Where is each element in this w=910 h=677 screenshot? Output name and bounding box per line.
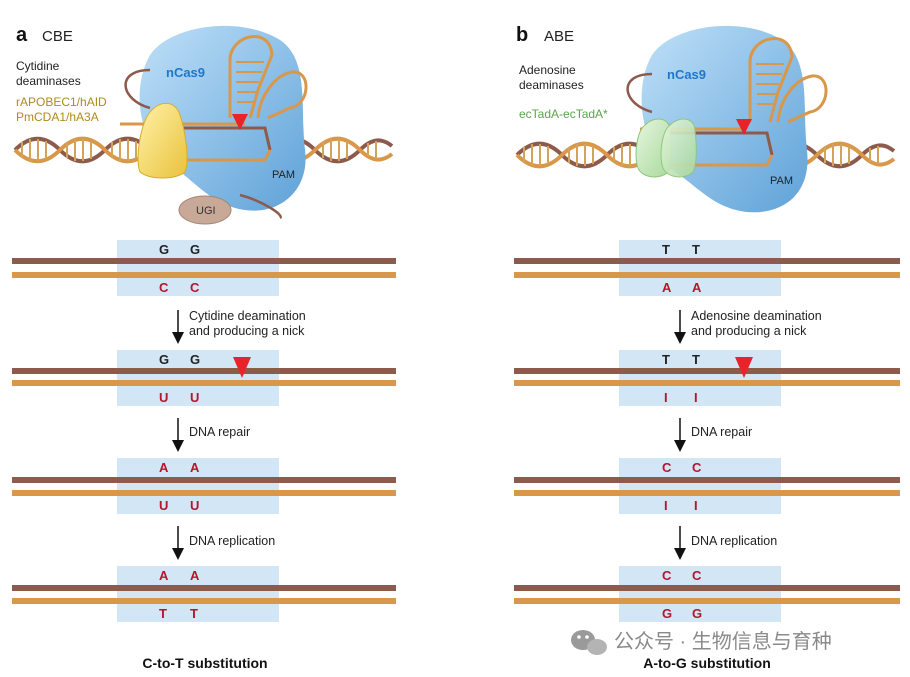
- panel-a-row2-bottom-base-1: U: [159, 390, 168, 405]
- watermark-text: 公众号 · 生物信息与育种: [614, 630, 832, 653]
- panel-a-row2-bottom-base-2: U: [190, 390, 199, 405]
- panel-a-row4-bottom-base-1: T: [159, 606, 167, 621]
- panel-b-row1-bottom-base-2: A: [692, 280, 702, 295]
- panel-a-row4-bottom-base-2: T: [190, 606, 198, 621]
- panel-a-row-2: G G U U: [12, 350, 396, 406]
- panel-a: a CBE Cytidine deaminases rAPOBEC1/hAID …: [12, 24, 396, 671]
- panel-b-row2-bottom-base-2: I: [694, 390, 698, 405]
- panel-b-linker: [626, 72, 653, 114]
- panel-b-row2-top-base-1: T: [662, 352, 670, 367]
- panel-a-row3-bottom-base-2: U: [190, 498, 199, 513]
- panel-a-row1-top-base-1: G: [159, 242, 169, 257]
- panel-a-deaminase-line1: Cytidine: [16, 59, 60, 73]
- panel-a-cytidine-deaminase: [137, 102, 188, 179]
- panel-b-row2-bottom-base-1: I: [664, 390, 668, 405]
- panel-a-row2-nick-marker: [233, 357, 251, 378]
- panel-a-enzyme-line2: PmCDA1/hA3A: [16, 110, 99, 124]
- panel-a-row4-top-base-1: A: [159, 568, 169, 583]
- panel-a-deaminase-line2: deaminases: [16, 74, 81, 88]
- panel-a-row3-bottom-base-1: U: [159, 498, 168, 513]
- panel-b-title: ABE: [544, 28, 574, 45]
- panel-b-step2-label: DNA repair: [691, 425, 752, 439]
- panel-b-row3-bottom-base-2: I: [694, 498, 698, 513]
- watermark: 公众号 · 生物信息与育种: [571, 630, 832, 655]
- panel-b-enzyme-label: ecTadA-ecTadA*: [519, 107, 608, 121]
- panel-a-step2-label: DNA repair: [189, 425, 250, 439]
- panel-b-pam-label: PAM: [770, 175, 793, 187]
- panel-b-result-label: A-to-G substitution: [643, 655, 771, 671]
- panel-a-enzyme-line1: rAPOBEC1/hAID: [16, 95, 107, 109]
- panel-b-row1-top-base-1: T: [662, 242, 670, 257]
- panel-b-adenosine-deaminase: [635, 118, 697, 178]
- panel-b-deaminase-line1: Adenosine: [519, 63, 576, 77]
- panel-a-result-label: C-to-T substitution: [142, 655, 267, 671]
- panel-a-step1-line1: Cytidine deamination: [189, 309, 306, 323]
- panel-a-ugi-protein: [178, 195, 232, 225]
- panel-a-nick-marker: [232, 114, 248, 130]
- panel-b-row-1: T T A A: [514, 240, 900, 296]
- panel-b-row-4: C C G G: [514, 566, 900, 622]
- panel-b-row3-bottom-base-1: I: [664, 498, 668, 513]
- panel-b-row4-top-base-2: C: [692, 568, 702, 583]
- panel-a-row-3: A A U U: [12, 458, 396, 514]
- panel-a-ugi-label: UGI: [196, 205, 216, 217]
- panel-a-row1-bottom-base-1: C: [159, 280, 169, 295]
- panel-a-ncas9-label: nCas9: [166, 65, 205, 80]
- panel-b-row3-top-base-2: C: [692, 460, 702, 475]
- panel-b-guide-rna: [748, 37, 828, 124]
- panel-b-row-2: T T I I: [514, 350, 900, 406]
- panel-a-row2-top-base-1: G: [159, 352, 169, 367]
- panel-b-step1-line1: Adenosine deamination: [691, 309, 822, 323]
- panel-b-row4-bottom-base-1: G: [662, 606, 672, 621]
- panel-b-row2-nick-marker: [735, 357, 753, 378]
- panel-b-nick-marker: [736, 119, 752, 135]
- panel-a-linker: [124, 68, 151, 110]
- panel-a-row-1: G G C C: [12, 240, 396, 296]
- panel-b-row4-top-base-1: C: [662, 568, 672, 583]
- panel-b-row2-top-base-2: T: [692, 352, 700, 367]
- panel-b-row1-top-base-2: T: [692, 242, 700, 257]
- panel-a-guide-rna: [228, 35, 308, 120]
- panel-b-ncas9-label: nCas9: [667, 67, 706, 82]
- panel-b-deaminase-line2: deaminases: [519, 78, 584, 92]
- panel-b-row-3: C C I I: [514, 458, 900, 514]
- panel-a-row2-top-base-2: G: [190, 352, 200, 367]
- panel-a-pam-label: PAM: [272, 169, 295, 181]
- panel-a-step3-label: DNA replication: [189, 534, 275, 548]
- panel-b-step3-label: DNA replication: [691, 534, 777, 548]
- panel-a-row4-top-base-2: A: [190, 568, 200, 583]
- panel-a-step1-line2: and producing a nick: [189, 324, 305, 338]
- panel-a-row1-top-base-2: G: [190, 242, 200, 257]
- panel-a-row-4: A A T T: [12, 566, 396, 622]
- panel-a-row3-top-base-2: A: [190, 460, 200, 475]
- panel-a-title: CBE: [42, 28, 73, 45]
- panel-a-row1-bottom-base-2: C: [190, 280, 200, 295]
- panel-b-letter: b: [516, 24, 528, 46]
- panel-b: b ABE Adenosine deaminases ecTadA-ecTadA…: [514, 24, 900, 671]
- panel-a-ugi-linker: [239, 193, 282, 220]
- panel-a-letter: a: [16, 24, 28, 46]
- panel-b-step1-line2: and producing a nick: [691, 324, 807, 338]
- panel-b-row1-bottom-base-1: A: [662, 280, 672, 295]
- wechat-icon: [571, 630, 607, 655]
- panel-b-row3-top-base-1: C: [662, 460, 672, 475]
- panel-a-row3-top-base-1: A: [159, 460, 169, 475]
- panel-b-row4-bottom-base-2: G: [692, 606, 702, 621]
